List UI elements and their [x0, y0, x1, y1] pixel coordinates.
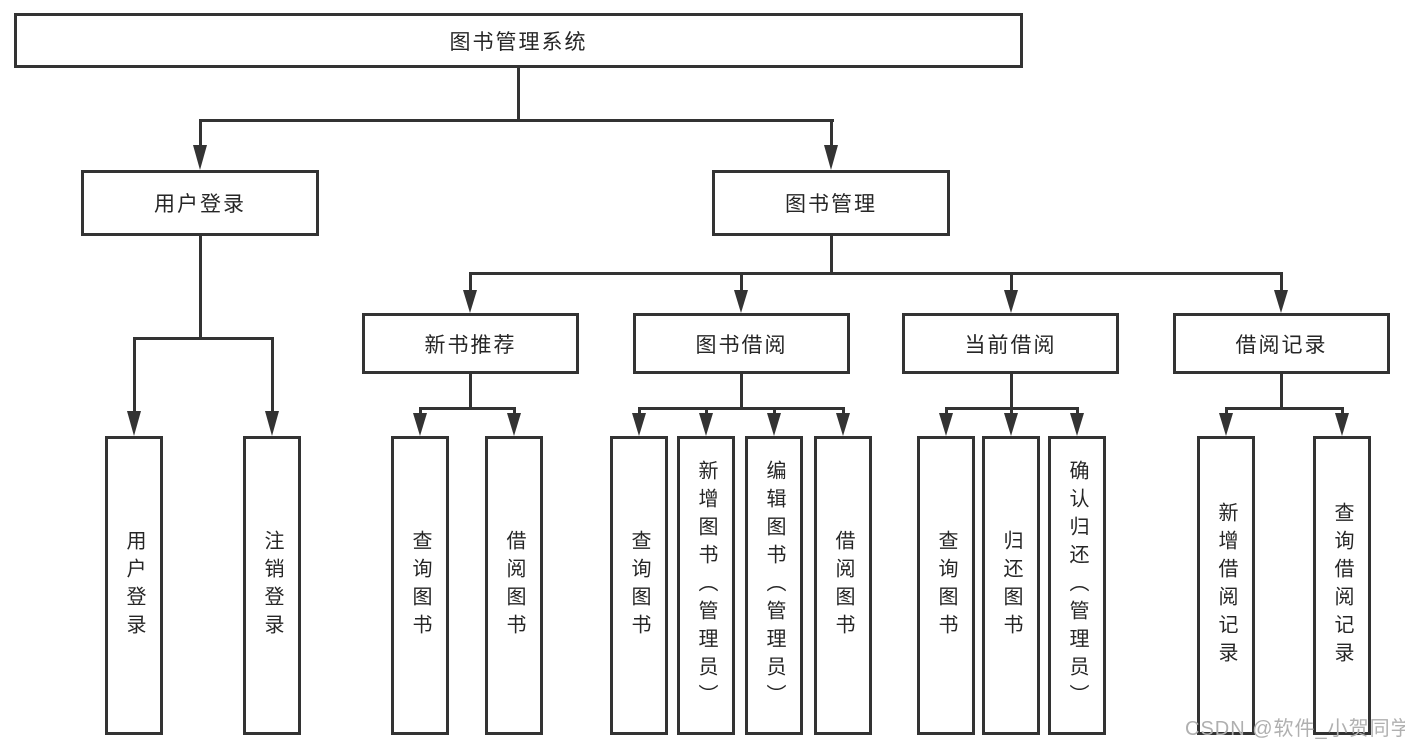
leaf-label: 查询借阅记录 — [1331, 501, 1353, 670]
connector-segment — [830, 119, 833, 145]
connector-segment — [1225, 407, 1344, 410]
connector-segment — [513, 407, 516, 413]
leaf-add-book-admin: 新增图书（管理员） — [677, 436, 735, 735]
leaf-query-borrow-record: 查询借阅记录 — [1313, 436, 1371, 735]
leaf-borrow-books-2: 借阅图书 — [814, 436, 872, 735]
leaf-query-books-2: 查询图书 — [610, 436, 668, 735]
node-new-book-recommend: 新书推荐 — [362, 313, 579, 374]
connector-segment — [469, 272, 1283, 275]
leaf-confirm-return-admin: 确认归还（管理员） — [1048, 436, 1106, 735]
arrowhead-down — [699, 413, 713, 436]
arrowhead-down — [1070, 413, 1084, 436]
leaf-add-borrow-record: 新增借阅记录 — [1197, 436, 1255, 735]
leaf-label: 查询图书 — [409, 529, 431, 642]
node-book-management: 图书管理 — [712, 170, 950, 236]
connector-segment — [638, 407, 845, 410]
node-current-borrow: 当前借阅 — [902, 313, 1119, 374]
leaf-label: 用户登录 — [123, 529, 145, 642]
leaf-query-books-1: 查询图书 — [391, 436, 449, 735]
csdn-watermark: CSDN @软件_小贺同学 — [1185, 718, 1405, 740]
leaf-label: 查询图书 — [628, 529, 650, 642]
connector-segment — [469, 272, 472, 290]
connector-segment — [199, 119, 834, 122]
arrowhead-down — [1274, 290, 1288, 313]
connector-segment — [1010, 407, 1013, 413]
node-borrow-records: 借阅记录 — [1173, 313, 1390, 374]
connector-segment — [271, 337, 274, 411]
leaf-label: 新增图书（管理员） — [695, 459, 717, 712]
node-user-login-branch: 用户登录 — [81, 170, 319, 236]
connector-segment — [1010, 374, 1013, 407]
arrowhead-down — [767, 413, 781, 436]
node-label: 图书借阅 — [695, 333, 788, 357]
arrowhead-down — [632, 413, 646, 436]
leaf-user-login: 用户登录 — [105, 436, 163, 735]
node-label: 图书管理系统 — [449, 30, 588, 54]
arrowhead-down — [939, 413, 953, 436]
connector-segment — [419, 407, 422, 413]
connector-segment — [842, 407, 845, 413]
arrowhead-down — [463, 290, 477, 313]
node-label: 当前借阅 — [964, 333, 1057, 357]
connector-segment — [830, 236, 833, 272]
leaf-query-books-3: 查询图书 — [917, 436, 975, 735]
connector-segment — [199, 236, 202, 337]
connector-segment — [945, 407, 948, 413]
arrowhead-down — [1219, 413, 1233, 436]
connector-segment — [773, 407, 776, 413]
leaf-label: 编辑图书（管理员） — [763, 459, 785, 712]
connector-segment — [199, 119, 202, 145]
arrowhead-down — [734, 290, 748, 313]
node-label: 图书管理 — [785, 193, 877, 216]
node-label: 借阅记录 — [1235, 333, 1328, 357]
leaf-label: 查询图书 — [935, 529, 957, 642]
connector-segment — [1341, 407, 1344, 413]
leaf-label: 借阅图书 — [503, 529, 525, 642]
connector-segment — [517, 68, 520, 119]
leaf-edit-book-admin: 编辑图书（管理员） — [745, 436, 803, 735]
arrowhead-down — [836, 413, 850, 436]
connector-segment — [740, 374, 743, 407]
node-label: 用户登录 — [154, 193, 246, 216]
connector-segment — [469, 374, 472, 407]
leaf-label: 借阅图书 — [832, 529, 854, 642]
connector-segment — [1225, 407, 1228, 413]
arrowhead-down — [265, 411, 279, 436]
arrowhead-down — [824, 145, 838, 170]
leaf-borrow-books-1: 借阅图书 — [485, 436, 543, 735]
arrowhead-down — [413, 413, 427, 436]
arrowhead-down — [1004, 413, 1018, 436]
node-label: 新书推荐 — [424, 333, 517, 357]
arrowhead-down — [193, 145, 207, 170]
leaf-label: 确认归还（管理员） — [1066, 459, 1088, 712]
connector-segment — [638, 407, 641, 413]
connector-segment — [1010, 272, 1013, 290]
connector-segment — [1076, 407, 1079, 413]
leaf-logout: 注销登录 — [243, 436, 301, 735]
leaf-label: 注销登录 — [261, 529, 283, 642]
node-book-borrow: 图书借阅 — [633, 313, 850, 374]
arrowhead-down — [127, 411, 141, 436]
connector-segment — [1280, 272, 1283, 290]
leaf-label: 新增借阅记录 — [1215, 501, 1237, 670]
arrowhead-down — [1335, 413, 1349, 436]
arrowhead-down — [507, 413, 521, 436]
leaf-return-books: 归还图书 — [982, 436, 1040, 735]
node-library-system: 图书管理系统 — [14, 13, 1023, 68]
leaf-label: 归还图书 — [1000, 529, 1022, 642]
connector-segment — [133, 337, 136, 411]
connector-segment — [705, 407, 708, 413]
connector-segment — [1280, 374, 1283, 407]
connector-segment — [419, 407, 516, 410]
arrowhead-down — [1004, 290, 1018, 313]
connector-segment — [740, 272, 743, 290]
connector-segment — [133, 337, 274, 340]
